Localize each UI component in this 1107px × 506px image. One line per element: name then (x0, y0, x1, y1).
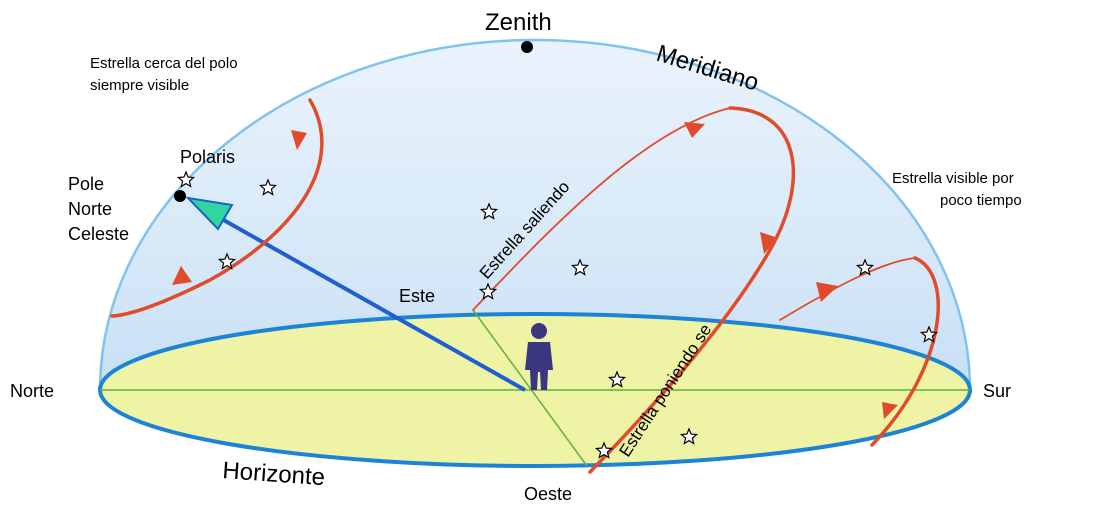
trail-arrow-icon (816, 282, 838, 302)
zenith-dot-icon (521, 41, 533, 53)
celestial-dome (98, 38, 972, 392)
star-icon (855, 258, 875, 276)
circumpolar-star-note-line2: siempre visible (90, 77, 189, 94)
star-icon (478, 282, 498, 300)
circumpolar-star-trail (110, 98, 324, 318)
polaris-label: Polaris (180, 147, 235, 167)
east-label: Este (399, 286, 435, 306)
star-icon (176, 170, 196, 188)
observer-person-icon (525, 323, 553, 390)
trail-arrow-icon (684, 122, 705, 138)
horizon-label: Horizonte (222, 457, 326, 491)
east-west-line (472, 309, 588, 467)
brief-star-trail (779, 257, 916, 321)
circumpolar-star-note-line1: Estrella cerca del polo (90, 55, 238, 72)
celestial-pole-label-line2: Norte (68, 199, 112, 219)
west-label: Oeste (524, 484, 572, 504)
trail-arrow-icon (882, 402, 898, 419)
trail-arrow-icon (291, 130, 307, 150)
brief-star-trail (870, 256, 940, 447)
star-icon (594, 441, 614, 459)
setting-star-trail (588, 106, 796, 474)
stars-group (176, 170, 939, 459)
star-icon (570, 258, 590, 276)
celestial-pole-label-line1: Pole (68, 174, 104, 194)
brief-star-note-line1: Estrella visible por (892, 170, 1014, 187)
star-icon (217, 252, 237, 270)
star-icon (679, 427, 699, 445)
north-label: Norte (10, 381, 54, 401)
star-icon (258, 178, 278, 196)
zenith-label: Zenith (485, 9, 552, 36)
pole-direction-line (219, 216, 526, 392)
celestial-pole-dot-icon (174, 190, 186, 202)
star-icon (479, 202, 499, 220)
star-icon (607, 370, 627, 388)
rising-star-trail (472, 107, 731, 311)
pole-arrow-tip-icon (185, 196, 234, 231)
celestial-pole-label-line3: Celeste (68, 224, 129, 244)
trail-arrow-icon (760, 232, 778, 254)
south-label: Sur (983, 381, 1011, 401)
brief-star-note-line2: poco tiempo (940, 192, 1022, 209)
trail-arrow-icon (172, 266, 192, 285)
star-icon (919, 325, 939, 343)
